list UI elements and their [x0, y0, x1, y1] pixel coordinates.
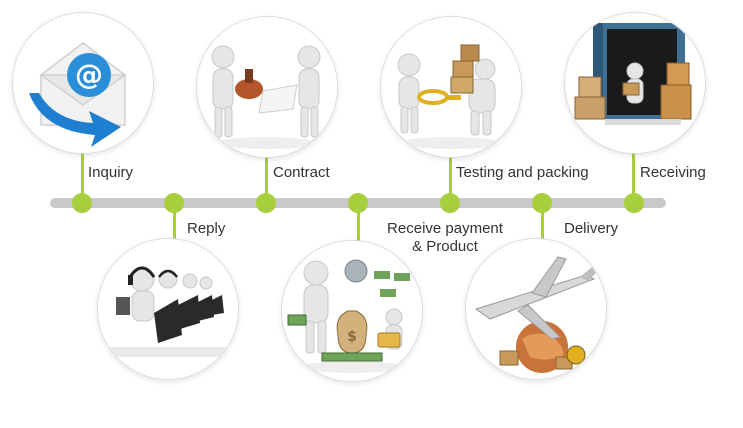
label-reply: Reply: [187, 220, 226, 237]
label-delivery: Delivery: [564, 220, 619, 237]
dot-receiving: [624, 193, 644, 213]
magnifier-box-icon: [381, 17, 521, 157]
bubble-delivery: [465, 238, 607, 380]
bubble-inquiry: @: [12, 12, 154, 154]
stem-delivery: [541, 205, 544, 250]
bubble-contract: [196, 16, 338, 158]
call-center-icon: [98, 239, 238, 379]
stem-reply: [173, 205, 176, 250]
label-payment: Receive payment & Product: [375, 220, 515, 256]
stem-inquiry: [81, 150, 84, 200]
dot-testing: [440, 193, 460, 213]
stem-contract: [265, 155, 268, 200]
bubble-reply: [97, 238, 239, 380]
email-envelope-icon: @: [13, 13, 153, 153]
dot-inquiry: [72, 193, 92, 213]
label-contract: Contract: [273, 164, 330, 181]
handshake-stamp-icon: [197, 17, 337, 157]
shipping-container-icon: [565, 13, 705, 153]
svg-text:@: @: [75, 58, 103, 91]
svg-text:$: $: [347, 329, 357, 345]
label-payment-line1: Receive payment: [387, 220, 503, 237]
stem-receiving: [632, 150, 635, 200]
bubble-payment: $: [281, 240, 423, 382]
label-testing: Testing and packing: [456, 164, 589, 181]
dot-payment: [348, 193, 368, 213]
airplane-globe-icon: [466, 239, 606, 379]
dot-reply: [164, 193, 184, 213]
dot-delivery: [532, 193, 552, 213]
stem-payment: [357, 205, 360, 250]
bubble-testing: [380, 16, 522, 158]
label-payment-line2: & Product: [412, 238, 478, 255]
label-receiving: Receiving: [640, 164, 706, 181]
label-inquiry: Inquiry: [88, 164, 134, 181]
dot-contract: [256, 193, 276, 213]
money-cash-icon: $: [282, 241, 422, 381]
stem-testing: [449, 155, 452, 200]
bubble-receiving: [564, 12, 706, 154]
